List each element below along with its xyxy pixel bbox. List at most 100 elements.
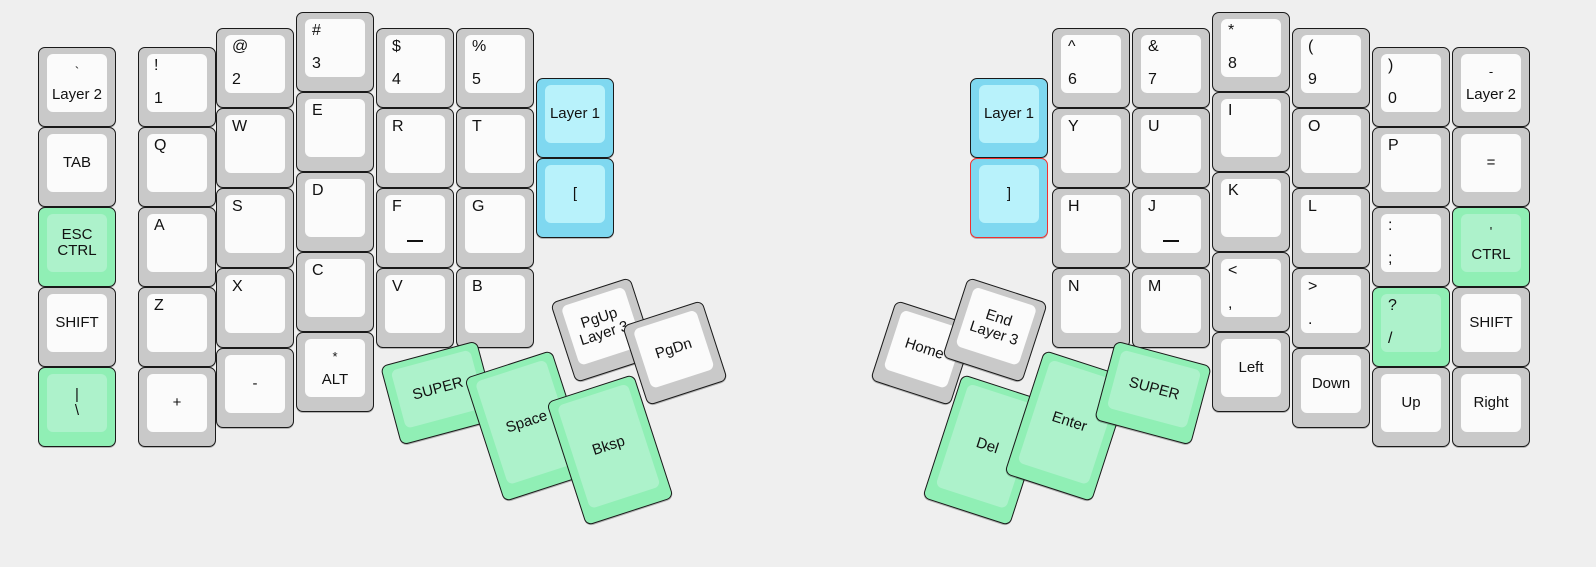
key-q-face: Q — [147, 134, 207, 192]
key-y-legend: Y — [1068, 118, 1079, 135]
key-semicolon-legend: ; — [1388, 250, 1393, 268]
key-quote-ctrl-legend: ' — [1489, 223, 1493, 239]
key-k[interactable]: K — [1212, 172, 1290, 252]
key-semicolon[interactable]: :; — [1372, 207, 1450, 287]
key-9-legend: ( — [1308, 38, 1314, 55]
key-layer1-right[interactable]: Layer 1 — [970, 78, 1048, 158]
key-space-legend: Space — [503, 407, 550, 437]
key-up-face: Up — [1381, 374, 1441, 432]
key-bracket-right-face: ] — [979, 165, 1039, 223]
key-0[interactable]: )0 — [1372, 47, 1450, 127]
key-plus[interactable]: + — [138, 367, 216, 447]
key-i-face: I — [1221, 99, 1281, 157]
key-super-left-legend: SUPER — [410, 373, 466, 404]
key-equals[interactable]: = — [1452, 127, 1530, 207]
key-c[interactable]: C — [296, 252, 374, 332]
key-minus-layer2-legend: Layer 2 — [1465, 86, 1517, 104]
key-m-legend: M — [1148, 278, 1162, 295]
key-minus[interactable]: - — [216, 348, 294, 428]
key-d[interactable]: D — [296, 172, 374, 252]
key-9[interactable]: (9 — [1292, 28, 1370, 108]
key-n[interactable]: N — [1052, 268, 1130, 348]
key-comma-face: <, — [1221, 259, 1281, 317]
key-3[interactable]: #3 — [296, 12, 374, 92]
key-end-layer3-legend: End — [983, 306, 1015, 331]
key-p-legend: P — [1388, 137, 1399, 154]
key-l[interactable]: L — [1292, 188, 1370, 268]
key-period[interactable]: >. — [1292, 268, 1370, 348]
key-t[interactable]: T — [456, 108, 534, 188]
key-down[interactable]: Down — [1292, 348, 1370, 428]
key-minus-layer2[interactable]: -Layer 2 — [1452, 47, 1530, 127]
key-down-legend: Down — [1311, 375, 1351, 393]
key-i[interactable]: I — [1212, 92, 1290, 172]
key-y[interactable]: Y — [1052, 108, 1130, 188]
key-e[interactable]: E — [296, 92, 374, 172]
key-b[interactable]: B — [456, 268, 534, 348]
key-left[interactable]: Left — [1212, 332, 1290, 412]
key-j[interactable]: J — [1132, 188, 1210, 268]
key-6-legend: ^ — [1068, 38, 1076, 55]
key-left-face: Left — [1221, 339, 1281, 397]
key-comma[interactable]: <, — [1212, 252, 1290, 332]
key-7-legend: 7 — [1148, 71, 1157, 89]
key-minus-face: - — [225, 355, 285, 413]
key-1[interactable]: !1 — [138, 47, 216, 127]
homing-bar-icon — [1163, 240, 1179, 242]
key-o[interactable]: O — [1292, 108, 1370, 188]
key-0-face: )0 — [1381, 54, 1441, 112]
key-grave-layer2[interactable]: `Layer 2 — [38, 47, 116, 127]
key-period-legend: > — [1308, 278, 1318, 295]
key-enter-legend: Enter — [1049, 408, 1090, 436]
key-quote-ctrl[interactable]: ' CTRL — [1452, 207, 1530, 287]
key-equals-legend: = — [1486, 154, 1496, 172]
key-7-legend: & — [1148, 38, 1159, 55]
homing-bar-icon — [407, 240, 423, 242]
key-r[interactable]: R — [376, 108, 454, 188]
key-up[interactable]: Up — [1372, 367, 1450, 447]
key-8[interactable]: *8 — [1212, 12, 1290, 92]
key-slash[interactable]: ?/ — [1372, 287, 1450, 367]
key-v[interactable]: V — [376, 268, 454, 348]
key-del-legend: Del — [974, 434, 1001, 458]
key-left-legend: Left — [1238, 359, 1264, 377]
key-z[interactable]: Z — [138, 287, 216, 367]
key-m[interactable]: M — [1132, 268, 1210, 348]
key-6[interactable]: ^6 — [1052, 28, 1130, 108]
key-quote-ctrl-legend: CTRL — [1471, 246, 1511, 264]
key-slash-legend: ? — [1388, 297, 1397, 314]
key-q[interactable]: Q — [138, 127, 216, 207]
key-t-face: T — [465, 115, 525, 173]
key-x[interactable]: X — [216, 268, 294, 348]
key-right[interactable]: Right — [1452, 367, 1530, 447]
key-h[interactable]: H — [1052, 188, 1130, 268]
key-shift-right[interactable]: SHIFT — [1452, 287, 1530, 367]
key-asterisk-alt[interactable]: *ALT — [296, 332, 374, 412]
key-pgdn-face: PgDn — [632, 309, 715, 389]
key-f[interactable]: F — [376, 188, 454, 268]
key-h-legend: H — [1068, 198, 1080, 215]
key-semicolon-face: :; — [1381, 214, 1441, 272]
key-equals-face: = — [1461, 134, 1521, 192]
key-9-legend: 9 — [1308, 71, 1317, 89]
key-6-face: ^6 — [1061, 35, 1121, 93]
key-pipe-backslash[interactable]: |\ — [38, 367, 116, 447]
key-minus-layer2-face: -Layer 2 — [1461, 54, 1521, 112]
key-0-legend: 0 — [1388, 90, 1397, 108]
key-bracket-right[interactable]: ] — [970, 158, 1048, 238]
key-a[interactable]: A — [138, 207, 216, 287]
key-y-face: Y — [1061, 115, 1121, 173]
key-l-legend: L — [1308, 198, 1317, 215]
key-p[interactable]: P — [1372, 127, 1450, 207]
key-7[interactable]: &7 — [1132, 28, 1210, 108]
key-bracket-left[interactable]: [ — [536, 158, 614, 238]
key-shift-right-face: SHIFT — [1461, 294, 1521, 352]
key-u-face: U — [1141, 115, 1201, 173]
key-u[interactable]: U — [1132, 108, 1210, 188]
key-5[interactable]: %5 — [456, 28, 534, 108]
key-u-legend: U — [1148, 118, 1160, 135]
key-9-face: (9 — [1301, 35, 1361, 93]
key-8-legend: * — [1228, 22, 1235, 39]
